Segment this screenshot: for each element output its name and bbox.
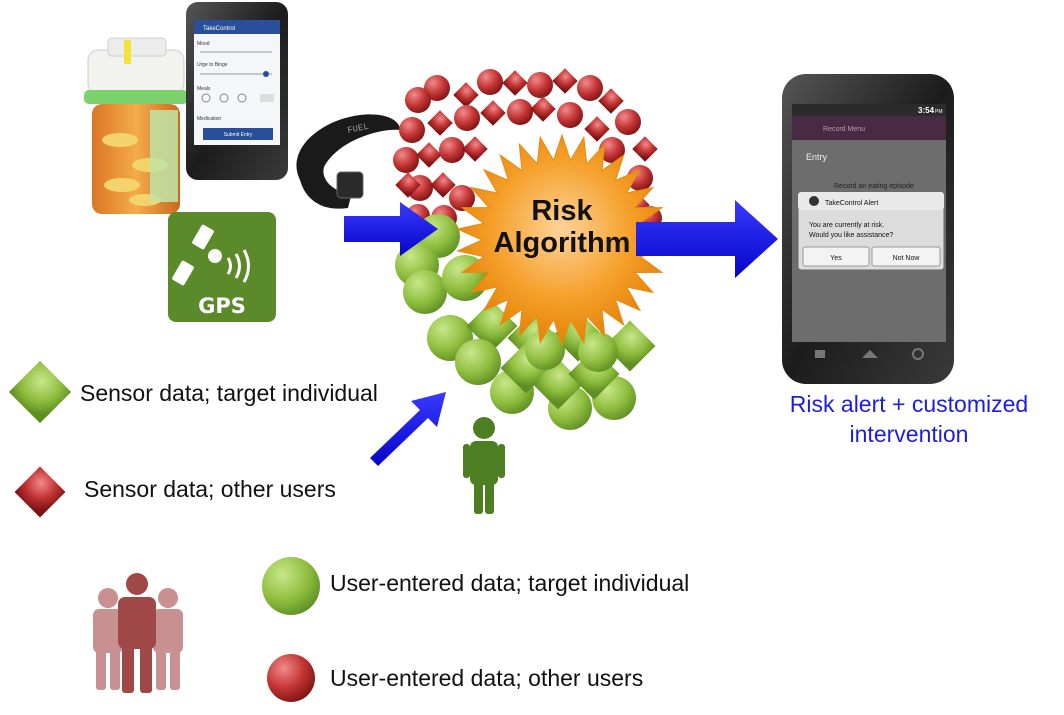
entry-field-urge: Urge to Binge [197, 62, 228, 68]
dialog-title: TakeControl Alert [825, 200, 878, 207]
risk-algorithm-line1: Risk [531, 195, 593, 227]
risk-algorithm-line2: Algorithm [493, 226, 631, 259]
legend-diamond-green [8, 360, 72, 424]
legend-label-sensor-target: Sensor data; target individual [80, 380, 378, 406]
entry-phone-title: TakeControl [203, 26, 235, 32]
entry-field-mood: Mood [197, 41, 210, 47]
entry-field-meals: Meals [197, 86, 211, 92]
row-record-episode: Record an eating episode [834, 183, 914, 190]
status-time: 3:54 [918, 106, 935, 115]
wristband-display: FUEL [347, 122, 370, 136]
legend-circle-green [262, 557, 320, 615]
status-ampm: PM [935, 109, 943, 115]
risk-output-arrow [636, 200, 778, 278]
wristband-icon: FUEL [296, 114, 400, 209]
other-users-group-icon [93, 573, 183, 693]
risk-algorithm-label: Risk Algorithm [477, 195, 647, 260]
legend-label-user-target: User-entered data; target individual [330, 570, 690, 596]
target-person-icon [463, 417, 505, 514]
pill-bottle-icon [84, 37, 188, 214]
entry-submit-button: Submit Entry [224, 132, 253, 138]
section-entry: Entry [806, 152, 828, 162]
alert-phone-icon: 3:54 PM Record Menu Entry Record an eati… [782, 74, 954, 384]
gps-badge-icon: GPS [168, 212, 276, 322]
legend-label-user-other: User-entered data; other users [330, 665, 644, 691]
legend-label-sensor-other: Sensor data; other users [84, 476, 336, 502]
dialog-text-line2: Would you like assistance? [809, 232, 893, 239]
entry-phone-icon: TakeControl Mood Urge to Binge Meals Med… [186, 2, 288, 180]
not-now-button: Not Now [893, 255, 921, 262]
sensor-input-arrow [344, 202, 438, 256]
entry-field-medication: Medication [197, 116, 221, 122]
legend-diamond-red [14, 466, 66, 518]
user-input-arrow [370, 392, 446, 466]
output-caption-line1: Risk alert + customized [789, 391, 1029, 417]
output-caption: Risk alert + customized intervention [768, 390, 1050, 450]
yes-button: Yes [830, 255, 842, 262]
risk-algorithm-starburst [456, 133, 668, 347]
output-caption-line2: intervention [849, 420, 969, 447]
menu-title: Record Menu [823, 126, 865, 133]
gps-badge-label: GPS [198, 294, 246, 318]
legend-circle-red [267, 654, 315, 702]
dialog-text-line1: You are currently at risk. [809, 222, 884, 229]
